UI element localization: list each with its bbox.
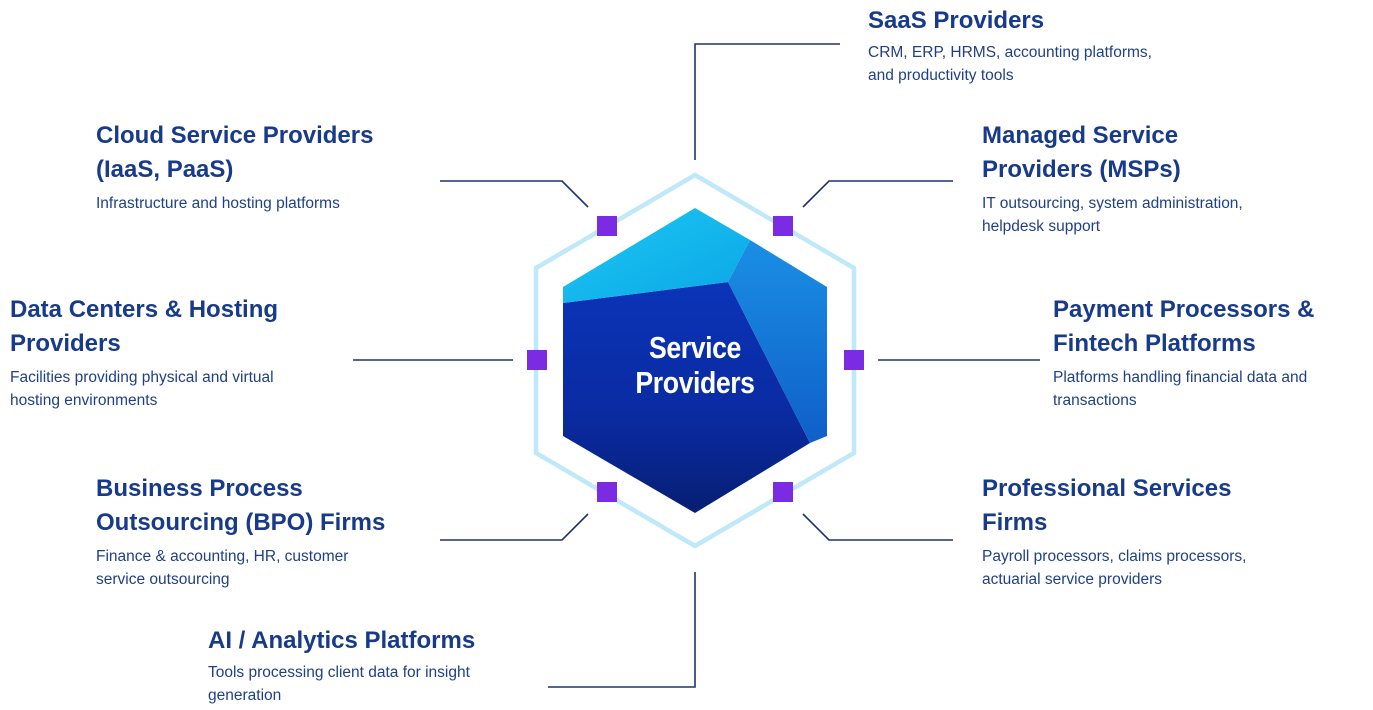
connector-saas [694, 43, 840, 160]
category-cloud-title: Cloud Service Providers (IaaS, PaaS) [96, 122, 374, 183]
category-professional: Professional Services Firms Payroll proc… [982, 472, 1362, 591]
node-square-bottom-right [773, 482, 793, 502]
hub-hexagon [563, 208, 827, 513]
node-squares [527, 216, 864, 502]
category-msp: Managed Service Providers (MSPs) IT outs… [982, 119, 1362, 238]
node-square-top-left [597, 216, 617, 236]
category-datacenters: Data Centers & Hosting Providers Facilit… [10, 293, 350, 412]
category-datacenters-description: Facilities providing physical and virtua… [10, 369, 274, 409]
node-square-right [844, 350, 864, 370]
hexagon-facet-right [728, 240, 827, 443]
connector-lines [353, 43, 1040, 688]
hexagon-facet-main [563, 282, 810, 513]
category-professional-description: Payroll processors, claims processors, a… [982, 548, 1247, 588]
category-payments: Payment Processors & Fintech Platforms P… [1053, 293, 1368, 412]
category-msp-title: Managed Service Providers (MSPs) [982, 122, 1181, 183]
category-ai-title: AI / Analytics Platforms [208, 627, 476, 654]
hub-title: Service Providers [635, 330, 755, 400]
connector-professional [802, 513, 953, 541]
category-cloud: Cloud Service Providers (IaaS, PaaS) Inf… [96, 119, 436, 216]
connector-cloud [440, 180, 589, 208]
node-square-bottom-left [597, 482, 617, 502]
node-square-left [527, 350, 547, 370]
category-bpo-title: Business Process Outsourcing (BPO) Firms [96, 475, 386, 536]
category-ai: AI / Analytics Platforms Tools processin… [208, 624, 538, 707]
category-saas: SaaS Providers CRM, ERP, HRMS, accountin… [868, 4, 1248, 87]
connector-ai [548, 572, 696, 688]
category-msp-description: IT outsourcing, system administration, h… [982, 195, 1243, 235]
connector-bpo [440, 513, 589, 541]
category-payments-description: Platforms handling financial data and tr… [1053, 369, 1308, 409]
category-saas-title: SaaS Providers [868, 7, 1045, 34]
category-bpo-description: Finance & accounting, HR, customer servi… [96, 548, 349, 588]
outer-hexagon-outline [533, 172, 857, 549]
connector-msp [802, 180, 953, 208]
category-ai-description: Tools processing client data for insight… [208, 664, 470, 704]
hexagon-facet-top [563, 208, 750, 303]
category-saas-description: CRM, ERP, HRMS, accounting platforms, an… [868, 44, 1152, 84]
node-square-top-right [773, 216, 793, 236]
category-professional-title: Professional Services Firms [982, 475, 1232, 536]
category-cloud-description: Infrastructure and hosting platforms [96, 195, 340, 212]
category-datacenters-title: Data Centers & Hosting Providers [10, 296, 279, 357]
category-payments-title: Payment Processors & Fintech Platforms [1053, 296, 1315, 357]
category-bpo: Business Process Outsourcing (BPO) Firms… [96, 472, 436, 591]
